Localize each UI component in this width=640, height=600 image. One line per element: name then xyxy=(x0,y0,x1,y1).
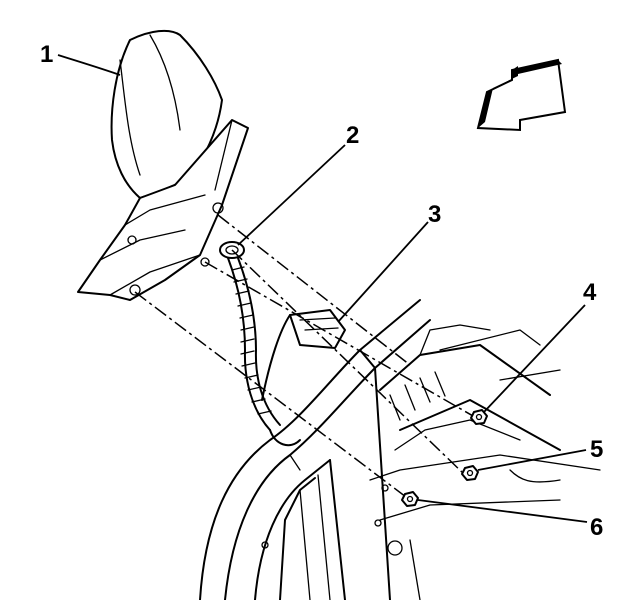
door-frame xyxy=(199,299,601,600)
callout-3: 3 xyxy=(428,201,441,228)
nut-4 xyxy=(470,409,488,425)
callout-5: 5 xyxy=(590,436,603,463)
mirror-assembly xyxy=(77,29,249,301)
callout-2: 2 xyxy=(346,122,359,149)
mounting-nuts xyxy=(401,409,488,507)
view-direction-arrow-icon xyxy=(476,58,567,132)
callout-4: 4 xyxy=(583,279,597,306)
nut-5 xyxy=(461,465,479,481)
leader-lines xyxy=(57,54,588,523)
wire-harness xyxy=(227,257,346,447)
nut-6 xyxy=(401,491,419,507)
callout-6: 6 xyxy=(590,514,603,541)
callout-1: 1 xyxy=(40,41,53,68)
